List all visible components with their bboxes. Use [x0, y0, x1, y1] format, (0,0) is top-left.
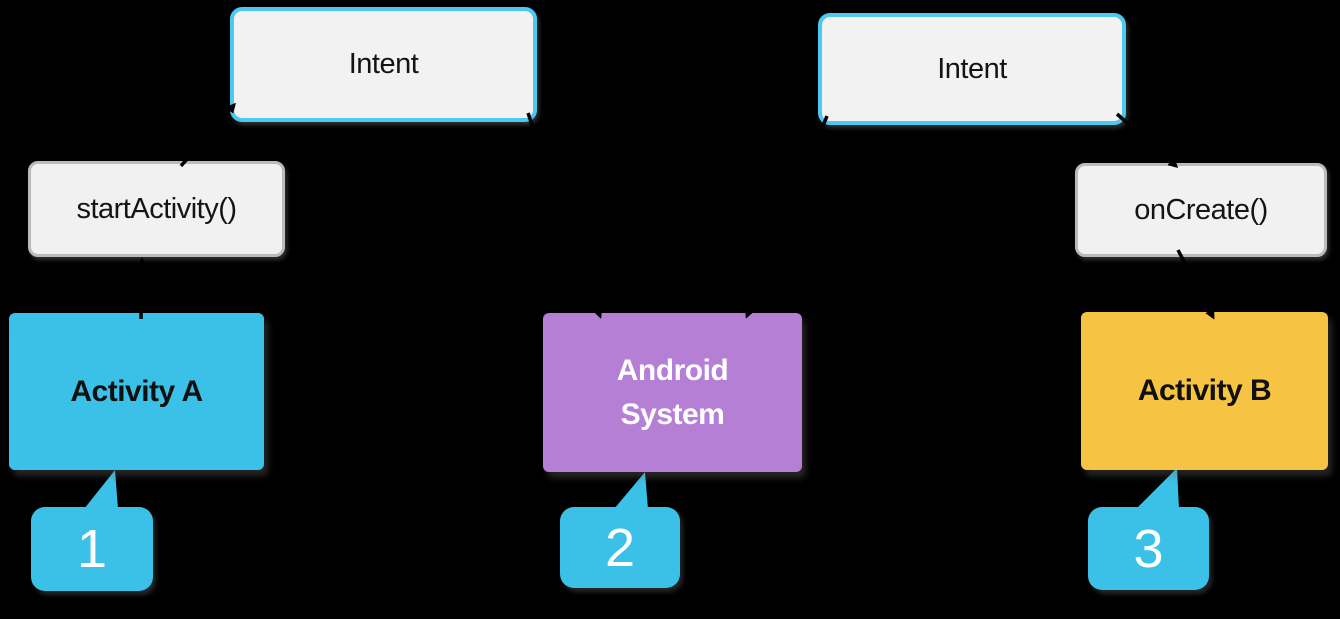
on-create-label: onCreate() [1134, 193, 1268, 226]
start-activity-label: startActivity() [76, 192, 237, 225]
intent-right-label: Intent [937, 52, 1007, 85]
step-number-3: 3 [1133, 518, 1164, 579]
step-number-1: 1 [76, 519, 108, 579]
activity-a-label: Activity A [70, 374, 203, 408]
node-activity-a: Activity A [9, 313, 264, 470]
activity-b-label: Activity B [1137, 374, 1272, 408]
step-badge-3: 3 [1088, 507, 1209, 590]
node-on-create: onCreate() [1075, 163, 1327, 257]
arrow-activity-a-to-start-activity [136, 257, 147, 320]
node-activity-b: Activity B [1081, 312, 1328, 470]
arrow-intent-right-to-android-system [744, 115, 829, 319]
node-intent-right: Intent [818, 13, 1126, 125]
arrow-start-activity-to-intent-left [179, 102, 236, 168]
badge-tail-3 [1136, 468, 1179, 509]
badge-tail-1 [84, 470, 118, 509]
arrow-intent-left-to-android-system [526, 112, 603, 319]
badge-tail-2 [614, 472, 648, 509]
step-number-2: 2 [604, 517, 636, 578]
android-system-label: Android System [616, 354, 729, 431]
step-badge-2: 2 [560, 507, 680, 588]
step-badge-1: 1 [31, 507, 153, 591]
arrow-intent-right-to-on-create [1115, 112, 1179, 168]
node-start-activity: startActivity() [28, 161, 285, 257]
node-android-system: Android System [543, 313, 802, 472]
node-intent-left: Intent [230, 7, 537, 122]
arrow-on-create-to-activity-b [1176, 249, 1215, 320]
intent-left-label: Intent [348, 48, 419, 80]
